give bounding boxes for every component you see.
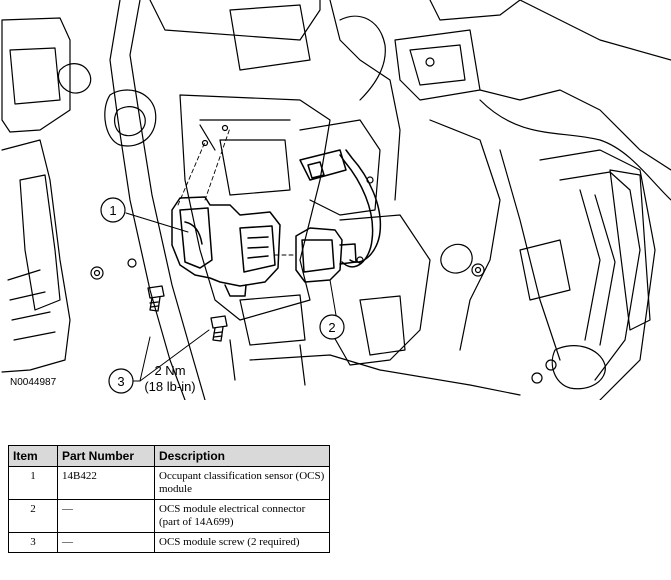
row-part-number: 14B422	[57, 466, 155, 500]
row-part-number: —	[57, 499, 155, 533]
torque-value-lbin: (18 lb-in)	[144, 379, 195, 394]
row-item: 3	[8, 532, 58, 553]
callout-2: 2	[319, 314, 345, 340]
ocs-connector	[295, 149, 382, 283]
row-item: 1	[8, 466, 58, 500]
table-header-row: Item Part Number Description	[8, 445, 330, 467]
frame-fasteners	[90, 57, 557, 384]
table-row: 2 — OCS module electrical connector (par…	[8, 499, 330, 533]
callout-3: 3 2 Nm (18 lb-in)	[108, 363, 196, 394]
parts-table: Item Part Number Description 1 14B422 Oc…	[8, 445, 330, 553]
ocs-module	[171, 196, 281, 297]
ocs-screws	[147, 285, 228, 342]
row-description: OCS module electrical connector (part of…	[154, 499, 330, 533]
line-art-diagram: 1 2 3 2 Nm (18 lb-in)	[1, 0, 671, 400]
row-part-number: —	[57, 532, 155, 553]
seat-frame-top	[149, 0, 671, 201]
callout-2-number: 2	[328, 320, 335, 335]
table-row: 1 14B422 Occupant classification sensor …	[8, 466, 330, 500]
seat-frame-left	[1, 0, 206, 400]
callout-1: 1	[100, 197, 126, 223]
header-item: Item	[8, 445, 58, 467]
header-part-number: Part Number	[57, 445, 155, 467]
row-description: Occupant classification sensor (OCS) mod…	[154, 466, 330, 500]
figure-id: N0044987	[10, 377, 57, 388]
table-row: 3 — OCS module screw (2 required)	[8, 532, 330, 553]
seat-frame-right	[429, 0, 671, 400]
header-description: Description	[154, 445, 330, 467]
torque-value-nm: 2 Nm	[154, 363, 185, 378]
callout-3-number: 3	[117, 374, 124, 389]
row-description: OCS module screw (2 required)	[154, 532, 330, 553]
install-lines	[177, 127, 297, 256]
row-item: 2	[8, 499, 58, 533]
callout-1-number: 1	[109, 203, 116, 218]
